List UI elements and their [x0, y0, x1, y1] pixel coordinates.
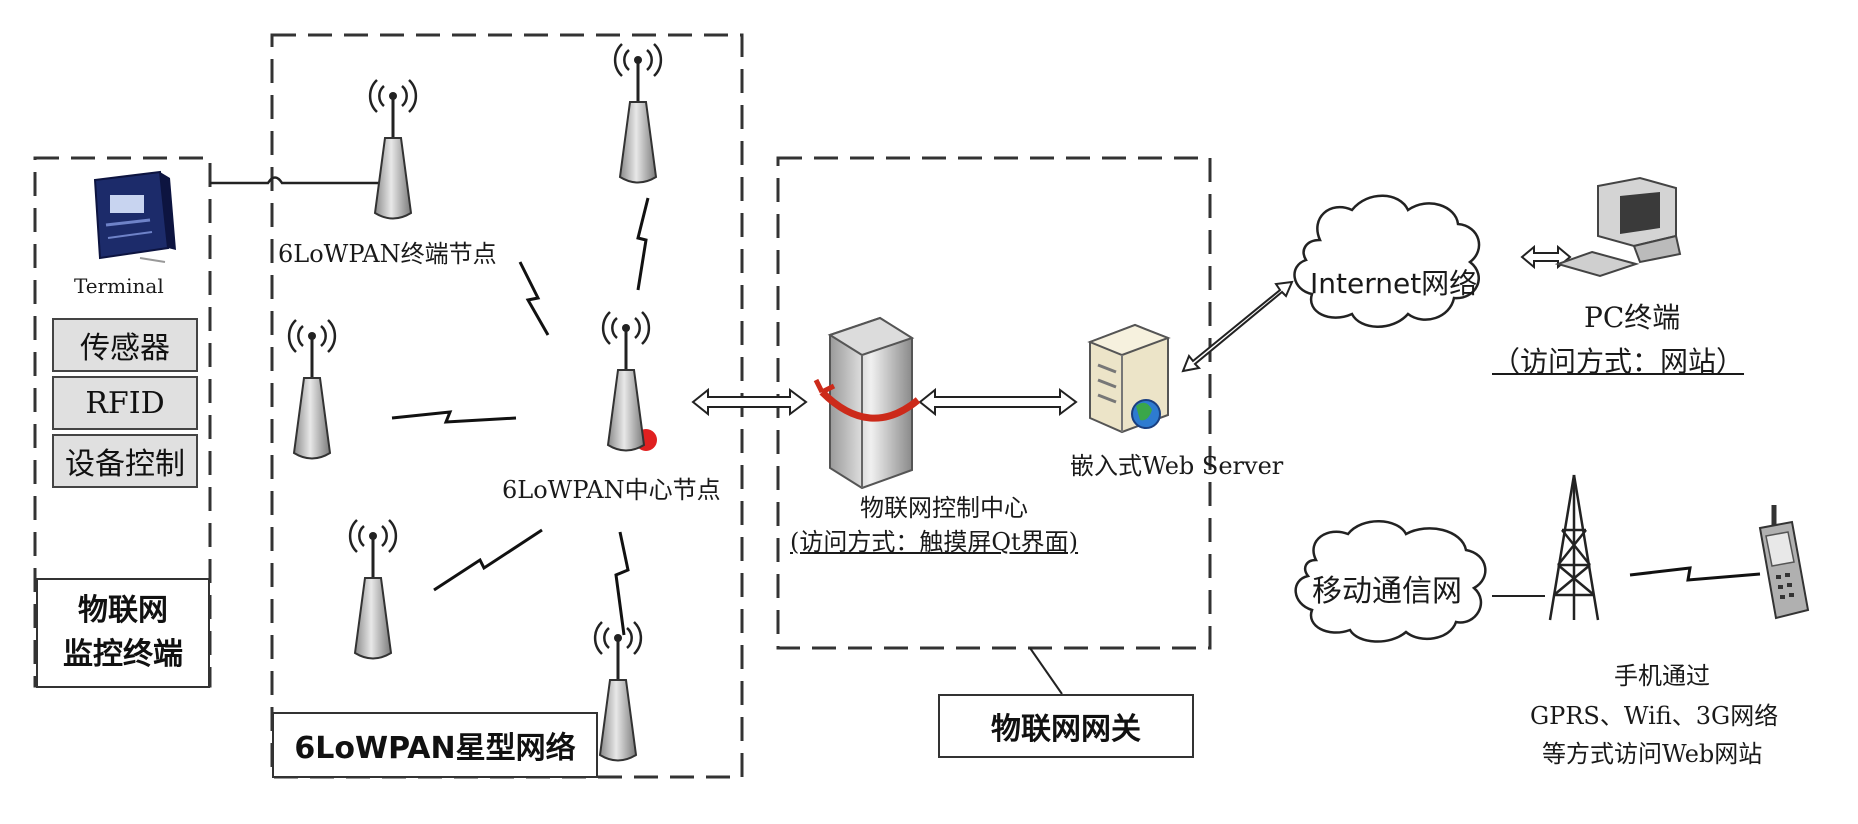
end-node-antenna-icon — [348, 518, 398, 660]
link-arrow — [691, 387, 808, 417]
link-arrow — [1520, 244, 1572, 270]
rfid-module: RFID — [52, 376, 198, 430]
sensor-module: 传感器 — [52, 318, 198, 372]
wireless-link-icon — [518, 261, 550, 336]
mobile-phone-icon — [1758, 505, 1810, 620]
center-node-label: 6LoWPAN中心节点 — [502, 476, 721, 504]
end-node-antenna-icon — [368, 78, 418, 220]
pc-access-label: （访问方式：网站） — [1492, 345, 1745, 378]
mobile-network-cloud-icon — [1294, 520, 1487, 643]
pc-icon — [1554, 176, 1682, 278]
wireless-link-icon — [433, 528, 543, 592]
terminal-device-icon — [93, 170, 176, 263]
internet-cloud-label: Internet网络 — [1310, 267, 1478, 300]
gateway-title: 物联网网关 — [938, 694, 1194, 758]
terminal-title: 物联网 监控终端 — [36, 578, 210, 688]
wireless-link-icon — [636, 197, 650, 291]
wireless-link-icon — [1629, 566, 1761, 582]
mobile-network-cloud-label: 移动通信网 — [1312, 574, 1462, 609]
star-network-group-border — [270, 33, 744, 779]
control-center-label: 物联网控制中心 — [860, 494, 1028, 522]
web-server-label: 嵌入式Web Server — [1070, 452, 1284, 480]
wireless-link-icon — [614, 531, 630, 636]
wireless-link-icon — [391, 410, 517, 424]
star-network-title: 6LoWPAN星型网络 — [272, 712, 598, 778]
link-arrow — [1181, 280, 1294, 373]
mobile-caption-line: 手机通过 — [1614, 662, 1710, 690]
terminal-title-line: 物联网 — [78, 593, 168, 628]
end-node-antenna-icon — [613, 42, 663, 184]
link-arrow — [918, 387, 1078, 417]
device-control-module: 设备控制 — [52, 434, 198, 488]
end-node-antenna-icon — [287, 318, 337, 460]
center-node-antenna-icon — [601, 310, 651, 452]
mobile-caption-line: 等方式访问Web网站 — [1542, 740, 1763, 768]
gateway-title-connector — [1029, 647, 1063, 695]
terminal-group-border — [33, 156, 212, 688]
terminal-link-line — [210, 176, 385, 185]
terminal-device-label: Terminal — [74, 274, 164, 298]
end-node-label: 6LoWPAN终端节点 — [278, 240, 497, 268]
internet-cloud-icon — [1293, 194, 1481, 328]
control-center-icon — [813, 316, 921, 490]
cell-tower-icon — [1548, 474, 1600, 621]
control-center-access-label: (访问方式：触摸屏Qt界面) — [790, 528, 1079, 556]
web-server-icon — [1087, 323, 1171, 434]
end-node-antenna-icon — [593, 620, 643, 762]
pc-label: PC终端 — [1584, 301, 1681, 334]
terminal-title-line: 监控终端 — [63, 637, 183, 672]
mobile-caption-line: GPRS、Wifi、3G网络 — [1530, 702, 1779, 730]
